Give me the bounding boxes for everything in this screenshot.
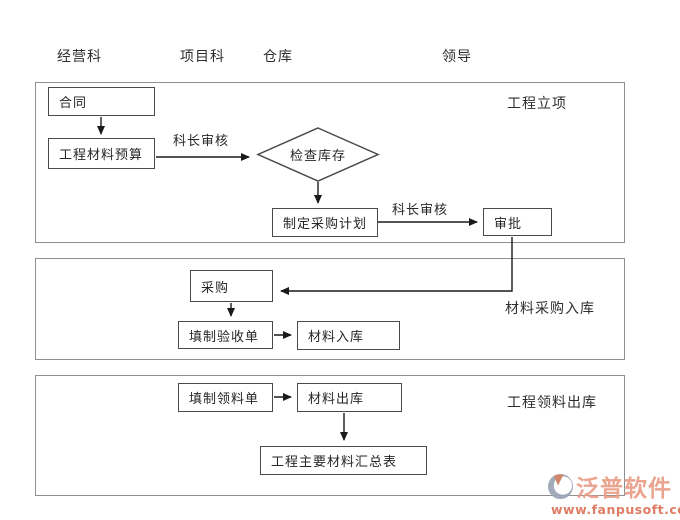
fanpu-logo[interactable]: 泛普软件 www.fanpusoft.com [547, 469, 680, 517]
node-approval: 审批 [483, 208, 552, 236]
node-purchase-plan-label: 制定采购计划 [283, 217, 368, 232]
section-label-project-initiation: 工程立项 [507, 96, 567, 112]
section-label-material-purchase-in: 材料采购入库 [505, 301, 595, 317]
node-material-budget: 工程材料预算 [48, 138, 155, 169]
fanpu-logo-icon [547, 473, 574, 499]
node-material-out-label: 材料出库 [308, 392, 365, 407]
section-material-requisition-out [35, 375, 625, 496]
section-label-material-requisition-out: 工程领料出库 [507, 395, 597, 411]
node-material-budget-label: 工程材料预算 [59, 148, 144, 163]
node-fill-requisition: 填制领料单 [178, 383, 273, 412]
node-check-stock: 检查库存 [256, 127, 380, 182]
node-fill-requisition-label: 填制领料单 [189, 392, 260, 407]
column-header-project: 项目科 [180, 49, 225, 65]
fanpu-logo-brand: 泛普软件 [576, 476, 672, 502]
diamond-shape [256, 127, 380, 182]
column-header-leader: 领导 [442, 49, 472, 65]
column-header-warehouse: 仓库 [263, 49, 293, 65]
node-material-in: 材料入库 [297, 321, 400, 350]
edge-label-chief-review-2: 科长审核 [391, 203, 448, 218]
column-header-operations: 经营科 [57, 49, 102, 65]
node-fill-acceptance: 填制验收单 [178, 321, 273, 349]
fanpu-logo-website-link[interactable]: www.fanpusoft.com [551, 502, 680, 517]
node-approval-label: 审批 [494, 216, 523, 232]
node-material-summary-label: 工程主要材料汇总表 [271, 455, 398, 470]
node-purchase-label: 采购 [201, 280, 230, 296]
node-material-out: 材料出库 [297, 383, 402, 412]
node-contract: 合同 [48, 87, 155, 116]
edge-label-chief-review-1: 科长审核 [172, 134, 229, 149]
node-contract-label: 合同 [59, 96, 88, 111]
node-purchase-plan: 制定采购计划 [272, 208, 378, 237]
node-material-summary: 工程主要材料汇总表 [260, 446, 427, 475]
node-check-stock-label: 检查库存 [289, 149, 346, 164]
node-fill-acceptance-label: 填制验收单 [189, 329, 260, 345]
node-material-in-label: 材料入库 [308, 330, 365, 345]
node-purchase: 采购 [190, 270, 273, 302]
